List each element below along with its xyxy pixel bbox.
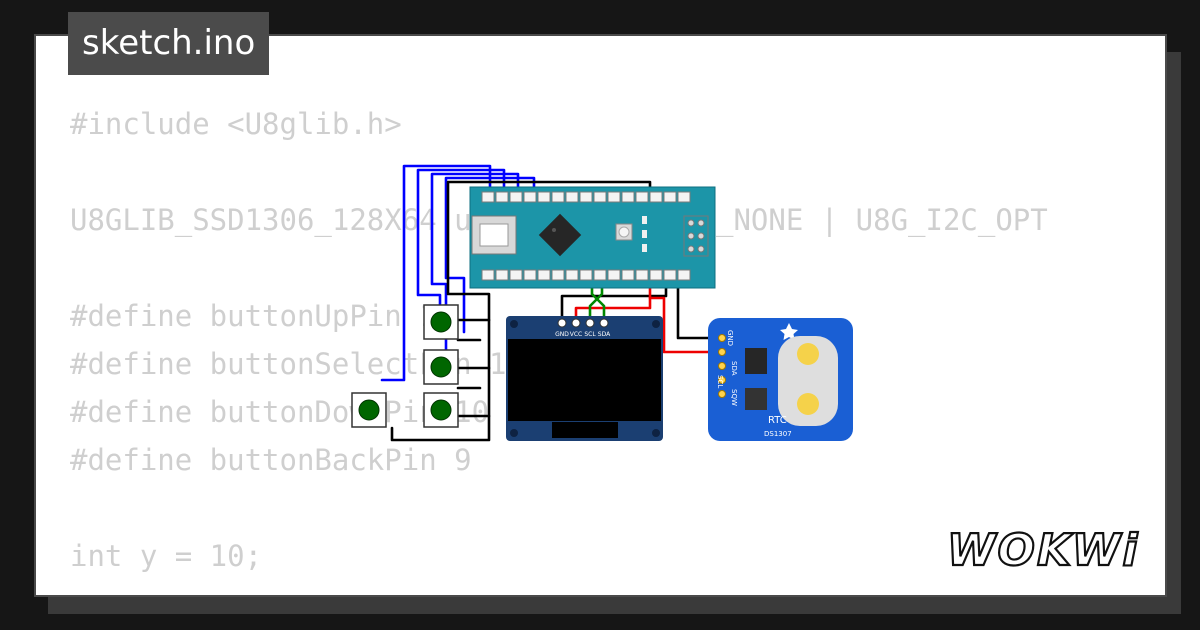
wire-red-oled-vcc — [574, 278, 652, 324]
nano-led — [642, 216, 647, 224]
wire-black-rtc-gnd — [676, 278, 724, 340]
reset-button[interactable] — [615, 223, 633, 241]
oled-header-pins — [557, 318, 609, 328]
icsp-header — [683, 215, 709, 257]
rtc-pin-gnd: GND — [726, 330, 734, 346]
nano-led — [642, 230, 647, 238]
wokwi-logo: WOKWi — [946, 524, 1139, 577]
oled-screen — [508, 339, 661, 421]
wires — [380, 164, 724, 442]
wire-black-gnd-buttons — [390, 180, 652, 442]
code-line: int y = 10; — [70, 539, 263, 573]
nano-bottom-header — [481, 269, 691, 281]
pushbutton-icon — [430, 356, 452, 378]
pushbutton-icon — [358, 399, 380, 421]
oled-pin-sda: SDA — [598, 331, 611, 338]
nano-top-header — [481, 191, 691, 203]
oled-mount-hole — [652, 429, 660, 437]
rtc-chip — [745, 348, 767, 374]
code-line: #include <U8glib.h> — [70, 107, 402, 141]
oled-pin-vcc: VCC — [570, 331, 582, 338]
button-up[interactable] — [423, 304, 459, 340]
arduino-nano[interactable] — [469, 186, 716, 289]
oled-display[interactable]: GND VCC SCL SDA — [506, 316, 663, 441]
file-tab[interactable]: sketch.ino — [68, 12, 270, 75]
oled-mount-hole — [652, 320, 660, 328]
oled-pin-scl: SCL — [584, 331, 596, 338]
wokwi-logo-text: WOKWi — [947, 525, 1139, 576]
button-back[interactable] — [351, 392, 387, 428]
usb-port-icon — [471, 215, 517, 255]
oled-ribbon — [552, 422, 618, 438]
circuit-diagram: GND VCC SCL SDA GND SDA SCL SQW — [351, 164, 853, 442]
logo-star-icon — [780, 323, 798, 340]
code-line: #define buttonDownPin 10 — [70, 395, 490, 429]
button-down[interactable] — [423, 392, 459, 428]
rtc-label: RTC — [768, 415, 787, 426]
battery-holder-icon — [778, 336, 838, 426]
oled-pin-gnd: GND — [555, 331, 569, 338]
button-select[interactable] — [423, 349, 459, 385]
wire-blue-d11 — [416, 168, 506, 324]
rtc-header-pins — [718, 334, 726, 398]
pushbutton-icon — [430, 311, 452, 333]
rtc-crystal — [745, 388, 767, 410]
code-line — [70, 484, 1048, 532]
wire-red-rtc-5v — [648, 296, 724, 354]
oled-mount-hole — [510, 320, 518, 328]
code-line: #define buttonBackPin 9 — [70, 443, 472, 477]
nano-led — [642, 244, 647, 252]
rtc-module[interactable]: GND SDA SCL SQW RTC DS1307 — [708, 318, 853, 441]
oled-mount-hole — [510, 429, 518, 437]
rtc-pin-scl: SCL — [716, 375, 724, 388]
rtc-pin-sda: SDA — [730, 361, 738, 376]
rtc-pin-sqw: SQW — [730, 389, 738, 406]
pushbutton-icon — [430, 399, 452, 421]
rtc-model: DS1307 — [764, 430, 792, 438]
